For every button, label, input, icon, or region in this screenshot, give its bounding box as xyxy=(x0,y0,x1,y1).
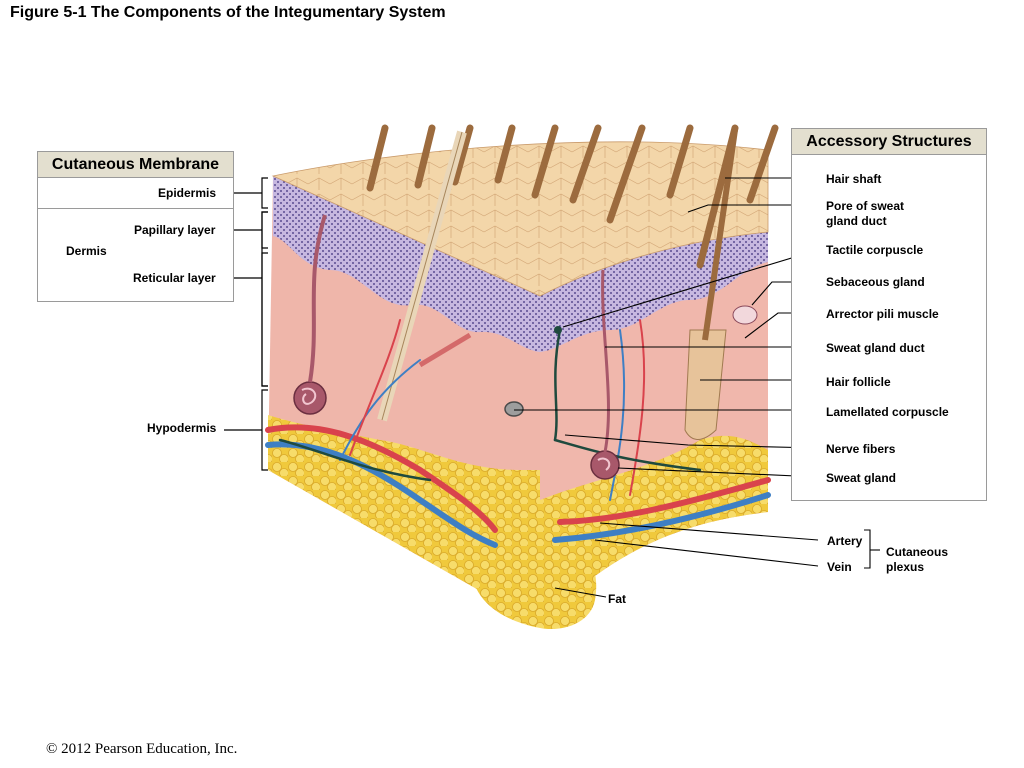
label-dermis: Dermis xyxy=(66,244,107,258)
sweat-gland-right xyxy=(590,269,620,480)
figure-title: Figure 5-1 The Components of the Integum… xyxy=(10,4,446,21)
label-hypodermis: Hypodermis xyxy=(147,421,217,435)
tactile-corpuscle xyxy=(554,326,562,334)
label-sweat-gland-duct: Sweat gland duct xyxy=(826,341,925,355)
accessory-structures-panel: Accessory Structures xyxy=(791,128,987,501)
label-papillary-layer: Papillary layer xyxy=(134,223,216,237)
vein-left xyxy=(265,441,498,548)
label-vein: Vein xyxy=(827,560,852,574)
left-leaders xyxy=(113,177,268,471)
hair-follicle xyxy=(684,329,727,440)
cutaneous-membrane-panel: Cutaneous Membrane xyxy=(37,151,234,302)
label-sebaceous-gland: Sebaceous gland xyxy=(826,275,925,289)
label-pore-of-sweat-gland-duct: Pore of sweat gland duct xyxy=(826,199,905,228)
label-artery: Artery xyxy=(827,534,863,548)
hair-shafts xyxy=(366,124,779,269)
label-hair-follicle: Hair follicle xyxy=(826,375,891,389)
arrector-pili xyxy=(418,332,472,368)
label-reticular-layer: Reticular layer xyxy=(133,271,216,285)
cutaneous-membrane-title: Cutaneous Membrane xyxy=(38,152,233,178)
fat-block xyxy=(470,536,597,630)
label-sweat-gland: Sweat gland xyxy=(826,471,897,485)
label-arrector-pili-muscle: Arrector pili muscle xyxy=(826,307,939,321)
accessory-structures-title: Accessory Structures xyxy=(792,129,986,155)
sweat-gland-left xyxy=(293,214,327,415)
label-epidermis: Epidermis xyxy=(158,186,217,200)
artery-left xyxy=(265,424,498,533)
artery-right xyxy=(557,477,771,525)
label-nerve-fibers: Nerve fibers xyxy=(826,442,896,456)
copyright-notice: © 2012 Pearson Education, Inc. xyxy=(46,741,238,757)
vein-right xyxy=(552,492,771,543)
label-hair-shaft: Hair shaft xyxy=(826,172,882,186)
label-fat: Fat xyxy=(608,592,626,606)
panel-divider xyxy=(38,208,233,209)
label-lamellated-corpuscle: Lamellated corpuscle xyxy=(826,405,949,419)
sebaceous-gland xyxy=(732,305,758,325)
label-cutaneous-plexus: Cutaneous plexus xyxy=(886,545,949,574)
label-tactile-corpuscle: Tactile corpuscle xyxy=(826,243,924,257)
lamellated-corpuscle xyxy=(504,401,524,417)
